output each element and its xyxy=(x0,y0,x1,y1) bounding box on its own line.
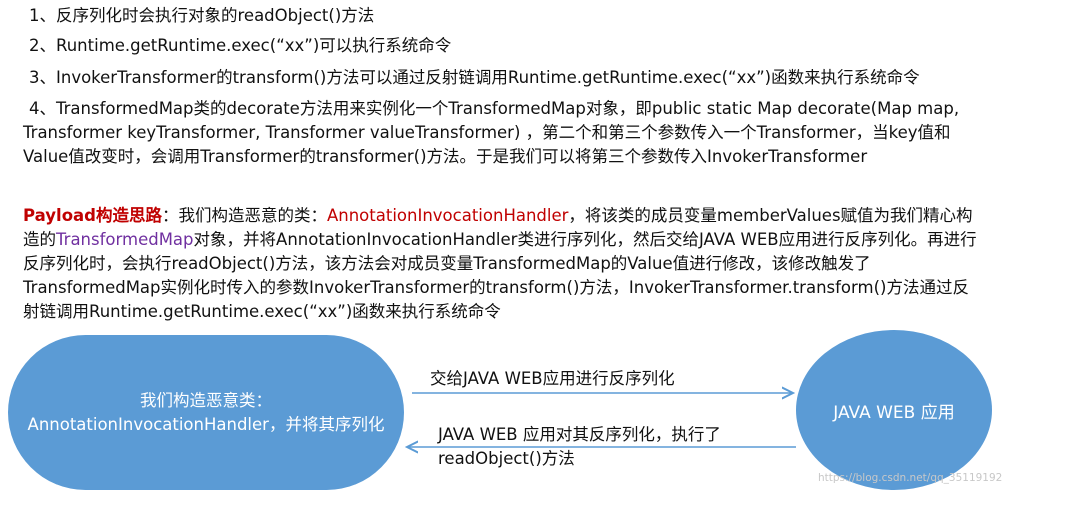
arrow-bottom-label: JAVA WEB 应用对其反序列化，执行了readObject()方法 xyxy=(438,425,721,468)
payload-text-a: ，将该类的成员变量memberValues赋值为我们精心构造的 xyxy=(23,206,973,249)
java-web-node: JAVA WEB 应用 xyxy=(796,330,992,490)
point-4: 4、TransformedMap类的decorate方法用来实例化一个Trans… xyxy=(23,99,960,166)
point-3: 3、InvokerTransformer的transform()方法可以通过反射… xyxy=(29,68,920,87)
arrow-top-label: 交给JAVA WEB应用进行反序列化 xyxy=(430,369,675,388)
payload-colon: ：我们构造恶意的类： xyxy=(161,206,327,225)
payload-class-name: AnnotationInvocationHandler xyxy=(326,206,569,225)
payload-text-b: 对象，并将AnnotationInvocationHandler类进行序列化，然… xyxy=(23,230,977,321)
point-2: 2、Runtime.getRuntime.exec(“xx”)可以执行系统命令 xyxy=(29,36,452,55)
payload-label: Payload构造思路 xyxy=(23,206,162,225)
attacker-node: 我们构造恶意类：AnnotationInvocationHandler，并将其序… xyxy=(8,335,404,490)
point-1: 1、反序列化时会执行对象的readObject()方法 xyxy=(29,6,375,25)
java-web-node-label: JAVA WEB 应用 xyxy=(833,402,955,423)
payload-paragraph: Payload构造思路：我们构造恶意的类：AnnotationInvocatio… xyxy=(23,204,983,324)
watermark: https://blog.csdn.net/qq_35119192 xyxy=(818,472,1003,484)
attacker-node-label: 我们构造恶意类：AnnotationInvocationHandler，并将其序… xyxy=(27,390,385,434)
payload-map-name: TransformedMap xyxy=(56,230,194,249)
